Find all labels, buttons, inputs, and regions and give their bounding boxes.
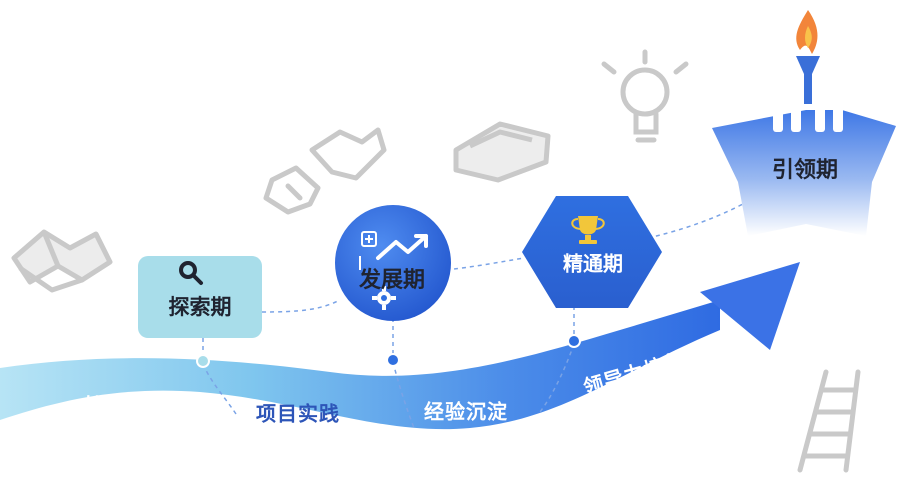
band-label-project: 项目实践 [256,401,340,426]
lead-star [712,110,896,236]
lightbulb-icon [601,49,689,143]
settings-gear-icon [372,286,396,310]
growth-chart-icon [376,234,428,260]
band-label-skill: 技能学习 [84,393,168,418]
torch-icon [796,10,820,104]
growth-band [0,300,720,430]
band-label-experience: 经验沉淀 [424,399,508,424]
stage-label-explore: 探索期 [168,295,232,319]
trophy-icon [571,216,605,244]
stage-label-develop: 发展期 [358,268,426,293]
explore-dot [196,354,210,368]
explore-box [138,256,262,338]
stage-label-lead: 引领期 [771,158,839,183]
handshake-icon [263,127,387,215]
master-hexagon [522,196,662,308]
stage-label-master: 精通期 [563,251,623,276]
team-people-icon [773,89,843,132]
snowflake-icon [359,231,377,270]
growth-arrow-head [700,262,800,350]
master-dot [567,334,581,348]
develop-dot [386,353,400,367]
search-icon [179,261,203,285]
ladder-icon [797,369,861,473]
book-stack-icon [453,121,551,183]
open-book-icon [11,229,113,293]
